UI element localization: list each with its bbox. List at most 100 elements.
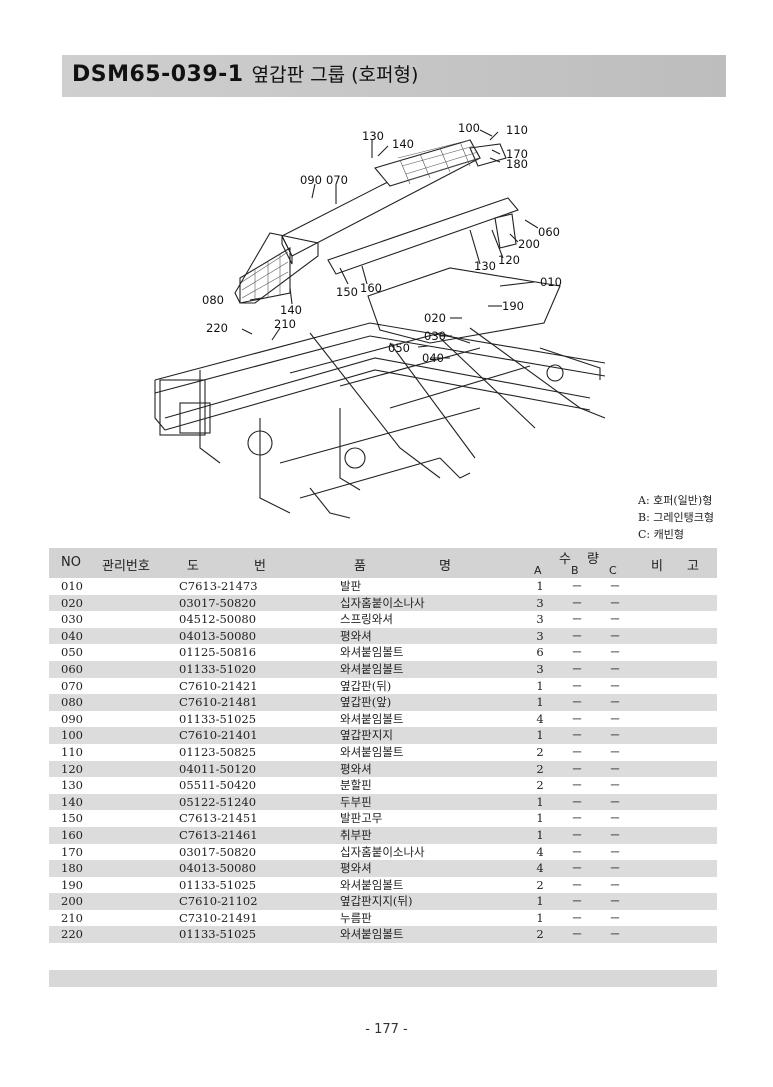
row-qty-b: － [571,728,583,743]
svg-text:140: 140 [392,137,414,151]
row-part-number: 01133-51025 [179,927,257,942]
row-description: 평와셔 [340,861,372,876]
row-description: 누름판 [340,910,372,925]
row-qty-a: 2 [536,744,544,759]
row-part-number: C7613-21461 [179,827,258,842]
row-qty-c: － [609,728,621,743]
row-description: 평와셔 [340,628,372,643]
svg-text:030: 030 [424,329,446,343]
row-part-number: 04013-50080 [179,861,257,876]
row-part-number: C7610-21481 [179,695,258,710]
svg-text:100: 100 [458,121,480,135]
row-qty-a: 1 [536,827,544,842]
row-description: 옆갑판지지(뒤) [340,894,413,909]
header-b: B [571,564,579,577]
row-description: 스프링와셔 [340,612,393,627]
row-description: 옆갑판(앞) [340,695,392,710]
row-qty-b: － [571,827,583,842]
model-legend: A: 호퍼(일반)형 B: 그레인탱크형 C: 캐빈형 [638,492,714,543]
row-qty-c: － [609,695,621,710]
row-qty-a: 1 [536,894,544,909]
row-part-number: 04011-50120 [179,761,257,776]
row-part-number: C7613-21451 [179,811,258,826]
row-no: 040 [61,628,83,643]
svg-text:070: 070 [326,173,348,187]
svg-text:010: 010 [540,275,562,289]
row-qty-b: － [571,661,583,676]
row-qty-a: 3 [536,612,544,627]
row-part-number: C7610-21421 [179,678,258,693]
page-number: - 177 - [365,1022,408,1037]
group-name: 옆갑판 그룹 (호퍼형) [251,64,419,86]
row-qty-b: － [571,645,583,660]
row-no: 030 [61,612,83,627]
header-pum: 품 [354,559,366,574]
row-description: 와셔붙임볼트 [340,744,404,759]
row-part-number: 05511-50420 [179,778,257,793]
svg-text:110: 110 [506,123,528,137]
legend-a: A: 호퍼(일반)형 [638,494,713,507]
row-description: 평와셔 [340,761,372,776]
row-qty-c: － [609,744,621,759]
svg-text:050: 050 [388,341,410,355]
row-qty-b: － [571,595,583,610]
row-qty-a: 3 [536,628,544,643]
row-no: 190 [61,877,83,892]
header-myeong: 명 [439,559,451,574]
exploded-parts-diagram: 130 140 100 110 170 180 090 070 060 200 … [140,118,610,538]
row-part-number: 04512-50080 [179,612,257,627]
row-description: 분할핀 [340,778,372,793]
row-description: 두부핀 [340,794,372,809]
row-qty-b: － [571,579,583,593]
row-qty-a: 1 [536,728,544,743]
svg-text:120: 120 [498,253,520,267]
row-no: 130 [61,778,83,793]
row-qty-a: 6 [536,645,544,660]
row-qty-b: － [571,612,583,627]
svg-text:130: 130 [474,259,496,273]
row-qty-b: － [571,711,583,726]
row-qty-c: － [609,827,621,842]
row-no: 120 [61,761,83,776]
svg-text:170: 170 [506,147,528,161]
row-qty-b: － [571,628,583,643]
row-qty-a: 2 [536,877,544,892]
row-part-number: C7610-21102 [179,894,258,909]
row-qty-a: 2 [536,927,544,942]
row-no: 060 [61,661,83,676]
row-description: 취부판 [340,827,372,842]
row-no: 150 [61,811,83,826]
row-qty-c: － [609,910,621,925]
svg-text:160: 160 [360,281,382,295]
row-qty-c: － [609,894,621,909]
row-part-number: C7310-21491 [179,910,258,925]
row-no: 100 [61,728,83,743]
row-qty-b: － [571,910,583,925]
row-no: 170 [61,844,83,859]
row-qty-b: － [571,678,583,693]
svg-text:180: 180 [506,157,528,171]
row-qty-a: 1 [536,695,544,710]
row-qty-b: － [571,778,583,793]
row-qty-c: － [609,595,621,610]
row-qty-a: 4 [536,844,544,859]
svg-text:130: 130 [362,129,384,143]
row-part-number: 01123-50825 [179,744,257,759]
svg-text:090: 090 [300,173,322,187]
row-description: 발판고무 [340,811,383,826]
row-qty-c: － [609,927,621,942]
row-description: 십자홈붙이소나사 [340,595,425,610]
svg-text:040: 040 [422,351,444,365]
row-no: 180 [61,861,83,876]
row-qty-a: 1 [536,910,544,925]
